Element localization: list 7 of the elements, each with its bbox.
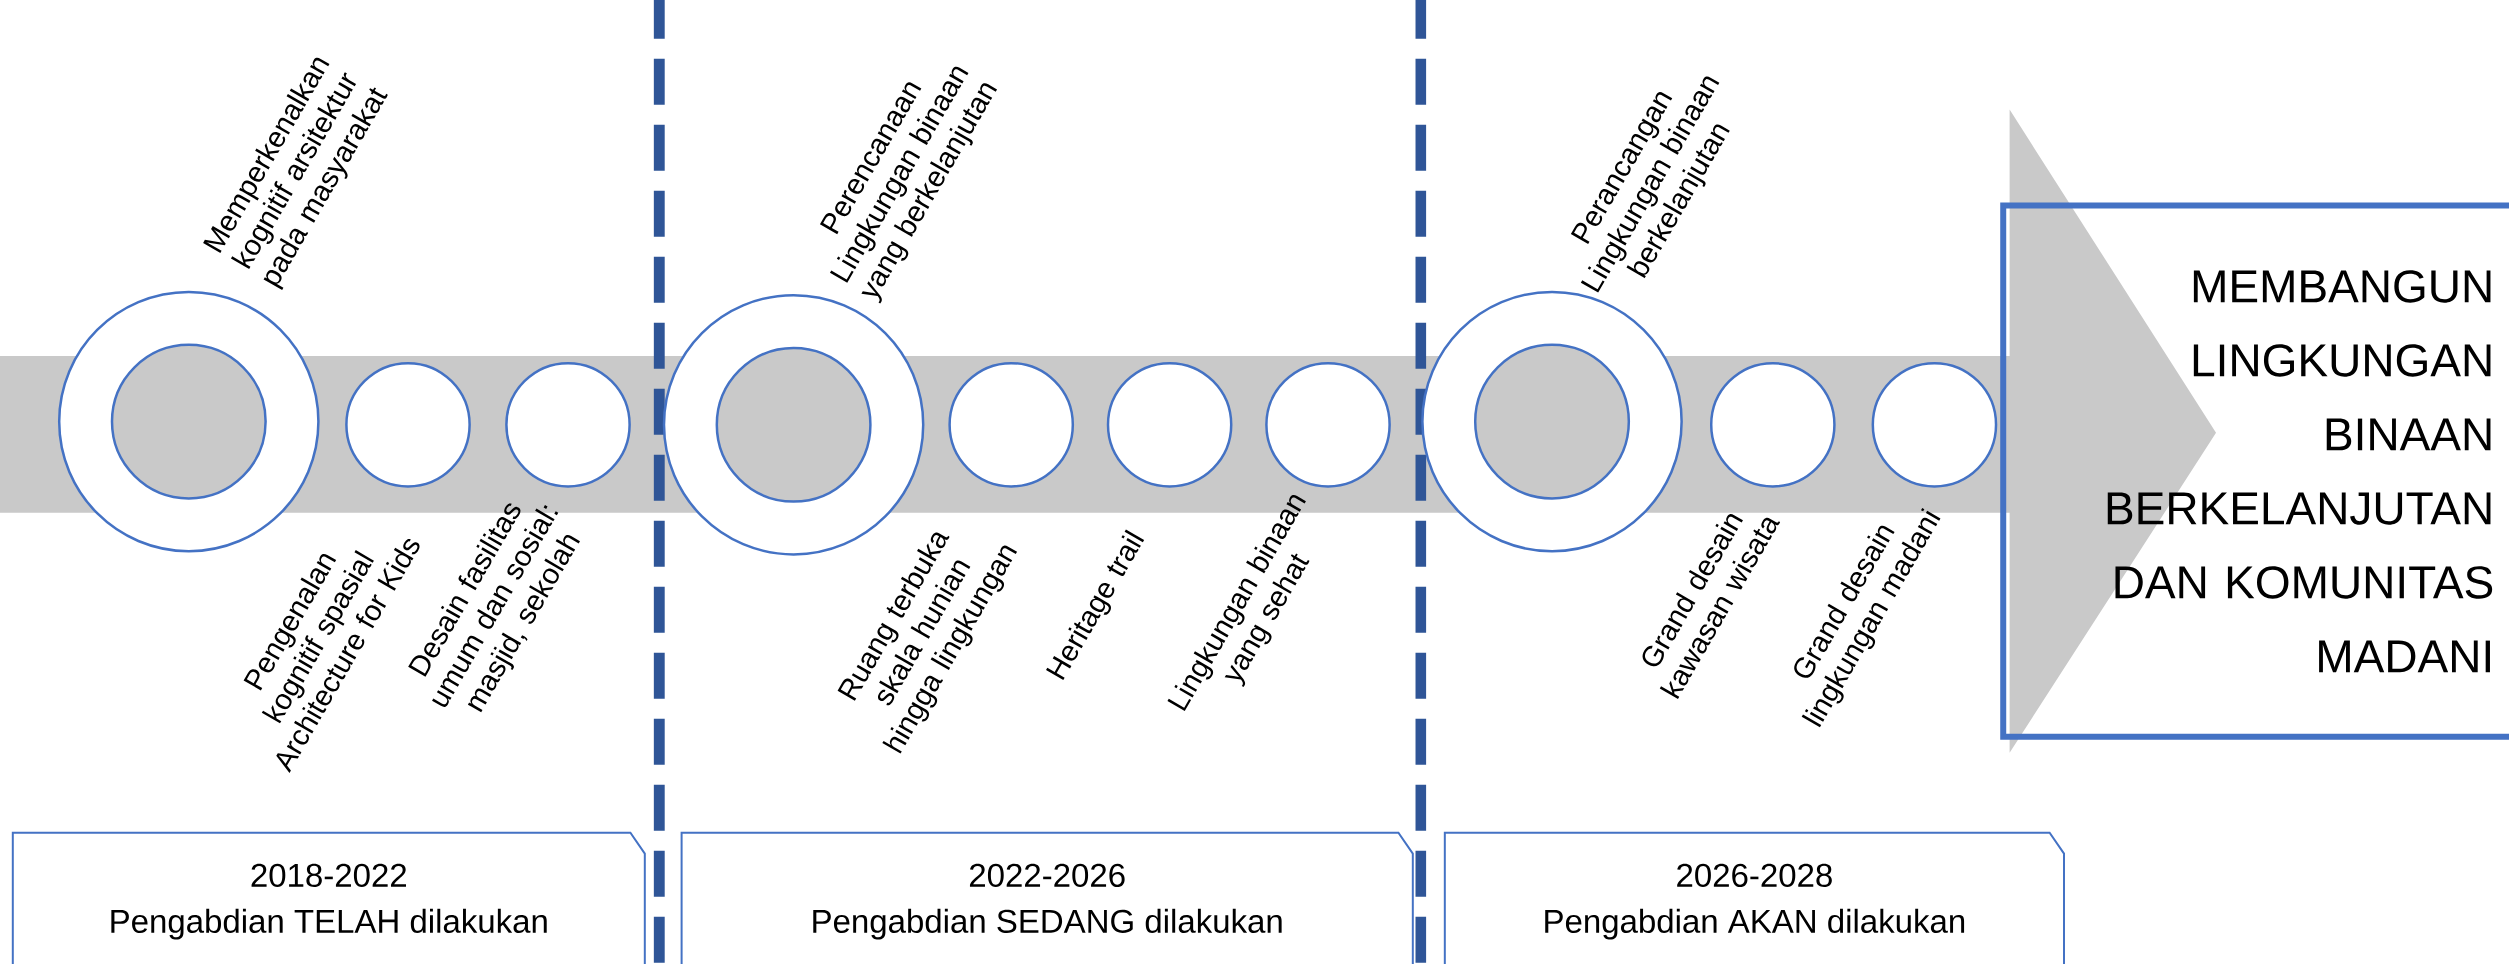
circle-marker — [345, 361, 471, 488]
goal-box: MEMBANGUN LINGKUNGAN BINAAN BERKELANJUTAN DAN KOMUNITAS MADANI — [2000, 202, 2509, 740]
period-box: 2022-2026 Pengabdian SEDANG dilakukan — [680, 831, 1414, 964]
circle-marker — [948, 361, 1075, 488]
period-box: 2026-2028 Pengabdian AKAN dilakukan — [1443, 831, 2065, 964]
period-box: 2018-2022 Pengabdian TELAH dilakukan — [11, 831, 646, 964]
circle-marker — [1709, 361, 1836, 488]
